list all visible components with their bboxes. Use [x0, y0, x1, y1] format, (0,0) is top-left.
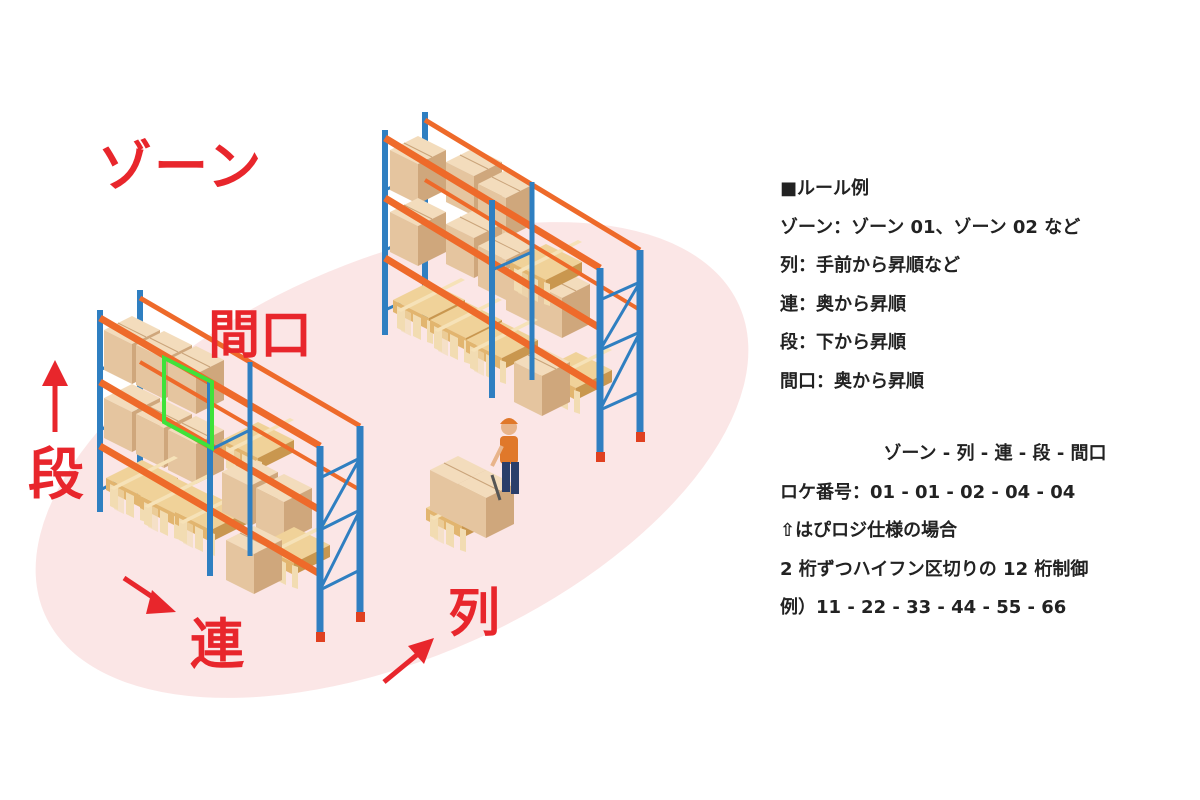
location-number: ロケ番号：01 - 01 - 02 - 04 - 04	[780, 481, 1076, 503]
rule-item: 間口：奥から昇順	[780, 370, 924, 392]
back-rack	[382, 112, 645, 462]
rules-heading: ■ルール例	[780, 178, 870, 199]
maguchi-highlight	[162, 354, 214, 452]
retsu-label: 列	[448, 584, 501, 644]
rule-item: 段：下から昇順	[780, 332, 906, 353]
dan-label: 段	[28, 443, 84, 508]
spec-note: ⇧はぴロジ仕様の場合	[780, 520, 958, 541]
retsu-arrow	[382, 638, 434, 684]
spec-description: 2 桁ずつハイフン区切りの 12 桁制御	[780, 558, 1089, 580]
maguchi-label: 間口	[208, 306, 313, 366]
ren-label: 連	[190, 613, 244, 676]
worker-with-pallet-jack	[426, 418, 519, 552]
rules-panel: ■ルール例 ゾーン：ゾーン 01、ゾーン 02 など 列：手前から昇順など 連：…	[780, 170, 1190, 628]
floor-zone-area	[35, 222, 749, 698]
dan-up-arrow	[42, 360, 68, 432]
rule-item: 列：手前から昇順など	[780, 255, 960, 276]
warehouse-illustration	[35, 112, 749, 698]
rule-item: ゾーン：ゾーン 01、ゾーン 02 など	[780, 216, 1081, 238]
zone-label: ゾーン	[98, 135, 264, 198]
spec-example: 例）11 - 22 - 33 - 44 - 55 - 66	[780, 597, 1067, 618]
format-pattern: ゾーン - 列 - 連 - 段 - 間口	[883, 443, 1107, 464]
rule-item: 連：奥から昇順	[780, 293, 906, 315]
ren-arrow	[122, 575, 176, 614]
